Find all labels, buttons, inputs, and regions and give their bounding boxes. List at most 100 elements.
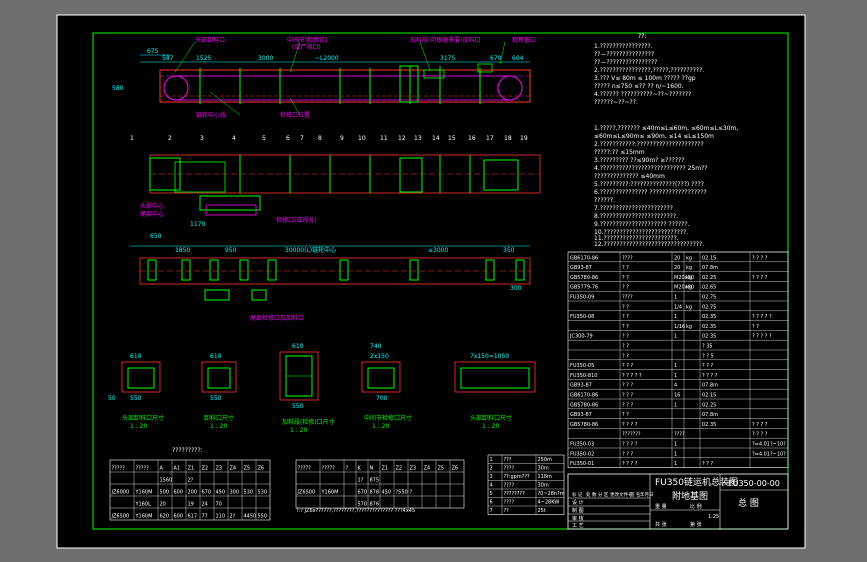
parts-table-cell: ? ? [622, 324, 629, 330]
table-cell: 600 [174, 490, 184, 496]
table-cell: 19 [188, 502, 194, 508]
table-cell: A [160, 466, 164, 472]
parts-table-cell: ? ? ? [622, 383, 633, 389]
parts-table-cell: 02.75 [702, 295, 716, 301]
label-feed-section: 加料段(可根据需要)加料口 [410, 36, 481, 44]
table-cell: 25t [538, 508, 546, 514]
dim-1850: 1850 [175, 247, 190, 254]
parts-table-cell: GB5780-86 [570, 275, 598, 281]
parts-table-cell: 20 [674, 255, 680, 261]
table-cell: 670 [202, 490, 212, 496]
section-views: 610 550 50 头部卸料口尺寸 1 : 20 610 550 卸料口尺寸 … [108, 343, 536, 434]
outer-frame [56, 14, 806, 549]
label-inspection-side: 检修口(或视孔) [276, 216, 317, 224]
parts-table-cell: ? ? ? ? [752, 422, 768, 428]
svg-text:??????.: ??????. [594, 197, 615, 204]
svg-text:比 例: 比 例 [690, 503, 702, 510]
table-cell: 878 [370, 490, 380, 496]
table-cell: Z4 [424, 466, 431, 472]
parts-table-cell: GB6170-86 [570, 393, 598, 399]
svg-text:处 数: 处 数 [586, 491, 597, 498]
parts-table-cell: FU350-01 [570, 461, 594, 467]
table-cell: Y160M [321, 490, 339, 496]
parts-table-cell: ? ? [752, 324, 759, 330]
parts-table-cell: ? ? [622, 334, 629, 340]
parts-table-cell: ? 35 [702, 344, 713, 350]
table-2-footnote: ?:? JZ6x??????,????????,?????????????? ?… [296, 508, 415, 514]
dim-580: 580 [112, 85, 124, 92]
parts-table-cell: ? ? [622, 265, 629, 271]
table-cell: 620 [160, 514, 170, 520]
label-head-discharge: 头部卸料口 [195, 36, 225, 44]
parts-table-cell: ??????? [622, 432, 641, 438]
parts-table-cell: ? ? ? ? ? [752, 314, 772, 320]
parts-table-cell: 02.65 [702, 285, 716, 291]
table-cell: Z2 [396, 466, 403, 472]
dim-550-c: 550 [292, 403, 304, 410]
table-cell: 6 [490, 500, 493, 506]
svg-text:8.????????????????????????.: 8.????????????????????????. [594, 213, 678, 220]
table-cell: K [358, 466, 362, 472]
parts-table-cell: ? ? ? [622, 363, 633, 369]
sheet-label: 总 图 [738, 497, 759, 509]
parts-table-cell: 1 [674, 451, 677, 457]
svg-text:4: 4 [232, 135, 236, 142]
section-c-label: 加料段(检修)口尺寸 [282, 418, 335, 426]
parts-table-cell: ? ? [622, 353, 629, 359]
parts-table-cell: FU350-02 [570, 451, 594, 457]
parts-table-cell: 16 [674, 393, 680, 399]
parts-table-cell: 1 [674, 334, 677, 340]
table-cell: 4450 [244, 514, 257, 520]
table-cell: JZ6500 [297, 490, 316, 496]
svg-text:13: 13 [414, 135, 422, 142]
parts-table-cell: 02.35 [702, 324, 716, 330]
parts-table-cell: 4 [674, 383, 677, 389]
parts-table-cell: 02.25 [702, 402, 716, 408]
svg-text:10: 10 [358, 135, 366, 142]
svg-text:?????:?? ≤15mm: ?????:?? ≤15mm [594, 149, 645, 156]
side-view: 1170 头部中心 尾部中心 检修口(或视孔) [140, 154, 541, 228]
parts-table-cell: kg [686, 275, 692, 281]
parts-table-cell: GB5780-86 [570, 422, 598, 428]
table-cell: ????? [322, 466, 336, 472]
svg-text:9.????????????????????? ?: 9.????????????????????? ??????. [594, 221, 690, 228]
svg-text:更改文件号: 更改文件号 [610, 491, 633, 498]
svg-text:15: 15 [448, 135, 456, 142]
parts-table-cell: M20x80 [674, 275, 694, 281]
parts-table-cell: FU350-05 [570, 363, 594, 369]
parts-table-cell: ? ? ? ? [752, 255, 768, 261]
table-cell: 2 [490, 466, 493, 472]
svg-text:4.???????????????????????????: 4.??????????????????????????? 25m?? [594, 165, 707, 172]
table-cell: Z4 [230, 466, 237, 472]
parts-table-cell: 02.15 [702, 393, 716, 399]
svg-text:制 图: 制 图 [572, 507, 584, 514]
dim-610-b: 610 [210, 353, 222, 360]
table-cell: Z2 [202, 466, 209, 472]
table-cell: ???? [504, 500, 515, 506]
svg-text:重 量: 重 量 [655, 503, 667, 510]
label-sprocket-center: 链轮中心线 [196, 111, 226, 119]
svg-text:7: 7 [300, 135, 304, 142]
parts-table-cell: 1 [674, 442, 677, 448]
parts-table-cell: ???? [622, 255, 633, 261]
parts-table-cell: ???? [674, 432, 685, 438]
table-cell: ??:gpm??? [504, 474, 531, 480]
title-block: FU350链运机总装图 附地基图 FU350-00-00 总 图 设 计 制 图… [567, 473, 789, 530]
svg-text:16: 16 [468, 135, 476, 142]
dim-3175: 3175 [440, 55, 455, 62]
table-cell: 570 [358, 502, 368, 508]
parts-table-cell: GB6170-86 [570, 255, 598, 261]
drawing-number: FU350-00-00 [728, 479, 780, 488]
table-cell: ????? [112, 466, 126, 472]
dim-610-c: 610 [292, 343, 304, 350]
parts-table-cell: 02.25 [702, 275, 716, 281]
table-cell: 876 [370, 502, 380, 508]
parts-table-cell: ? ? ? ? [752, 432, 768, 438]
table-cell: 77 [202, 514, 208, 520]
parts-table-cell: GB93-87 [570, 383, 592, 389]
label-head-center: 头部中心 [140, 202, 164, 210]
section-e-scale: 1 : 20 [482, 423, 499, 430]
